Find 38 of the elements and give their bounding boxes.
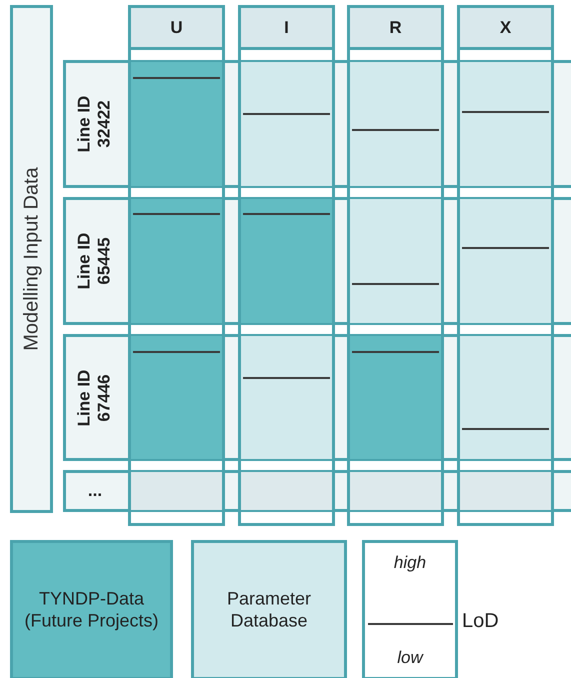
vertical-title: Modelling Input Data xyxy=(20,167,43,351)
parameter-cell xyxy=(349,62,442,186)
column-header: R xyxy=(350,8,441,50)
data-cell xyxy=(349,336,442,459)
row-label: ... xyxy=(88,481,102,501)
column-header: U xyxy=(131,8,222,50)
column-frame xyxy=(238,5,335,526)
row-label: Line ID 67446 xyxy=(74,368,115,428)
row-label: Line ID 65445 xyxy=(74,232,115,292)
parameter-cell xyxy=(349,199,442,323)
parameter-cell xyxy=(459,199,552,323)
parameter-cell xyxy=(240,62,333,186)
level-label: low xyxy=(397,648,423,668)
data-cell xyxy=(130,336,223,459)
data-cell xyxy=(130,199,223,323)
parameter-cell xyxy=(240,336,333,459)
side-panel xyxy=(10,5,53,513)
box-label: Parameter Database xyxy=(226,588,312,632)
lod-label: LoD xyxy=(462,610,499,633)
parameter-cell xyxy=(240,472,333,510)
legend-box xyxy=(191,540,347,678)
parameter-cell xyxy=(130,472,223,510)
legend-box xyxy=(10,540,173,678)
parameter-cell xyxy=(459,336,552,459)
data-cell xyxy=(240,199,333,323)
column-header: I xyxy=(241,8,332,50)
box-label: TYNDP-Data (Future Projects) xyxy=(23,588,160,632)
column-header: X xyxy=(460,8,551,50)
parameter-cell xyxy=(459,472,552,510)
column-frame xyxy=(347,5,444,526)
data-cell xyxy=(130,62,223,186)
lod-box xyxy=(362,540,458,678)
parameter-cell xyxy=(459,62,552,186)
column-frame xyxy=(457,5,554,526)
row-label: Line ID 32422 xyxy=(74,94,115,154)
level-label: high xyxy=(394,553,426,573)
parameter-cell xyxy=(349,472,442,510)
column-frame xyxy=(128,5,225,526)
